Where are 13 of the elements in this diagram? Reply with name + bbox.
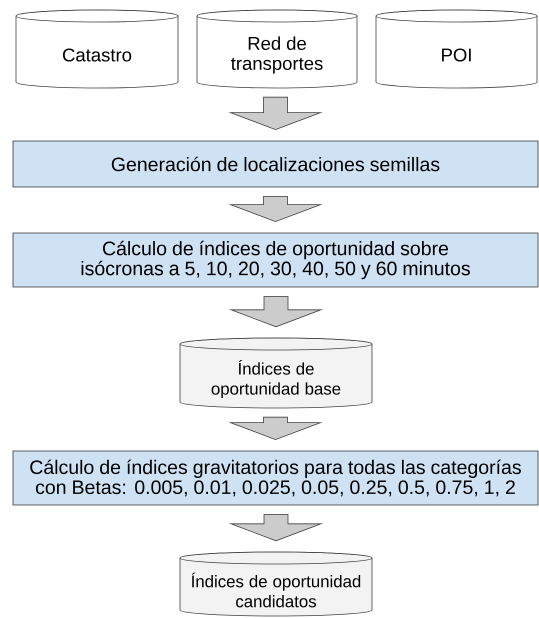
process-box: Generación de localizaciones semillas <box>12 140 538 188</box>
database-cylinder: Índices de oportunidad candidatos <box>180 552 372 616</box>
process-box: Cálculo de índices de oportunidad sobre isócronas a 5, 10, 20, 30, 40, 50 y 60 minutos <box>12 232 538 288</box>
block-arrow <box>228 196 323 222</box>
block-arrow <box>228 296 324 328</box>
database-cylinder: POI <box>376 10 538 88</box>
block-arrow <box>228 96 323 130</box>
block-arrow <box>228 416 323 440</box>
database-cylinder: Red de transportes <box>196 10 358 88</box>
block-arrow <box>228 514 324 542</box>
database-cylinder: Índices de oportunidad base <box>180 338 372 408</box>
database-cylinder: Catastro <box>16 10 178 88</box>
process-box: Cálculo de índices gravitatorios para todas las categorías con Betas: 0.005, 0.01, 0.025, 0.05, 0.25, 0.5, 0.75, 1, 2 <box>12 450 538 506</box>
